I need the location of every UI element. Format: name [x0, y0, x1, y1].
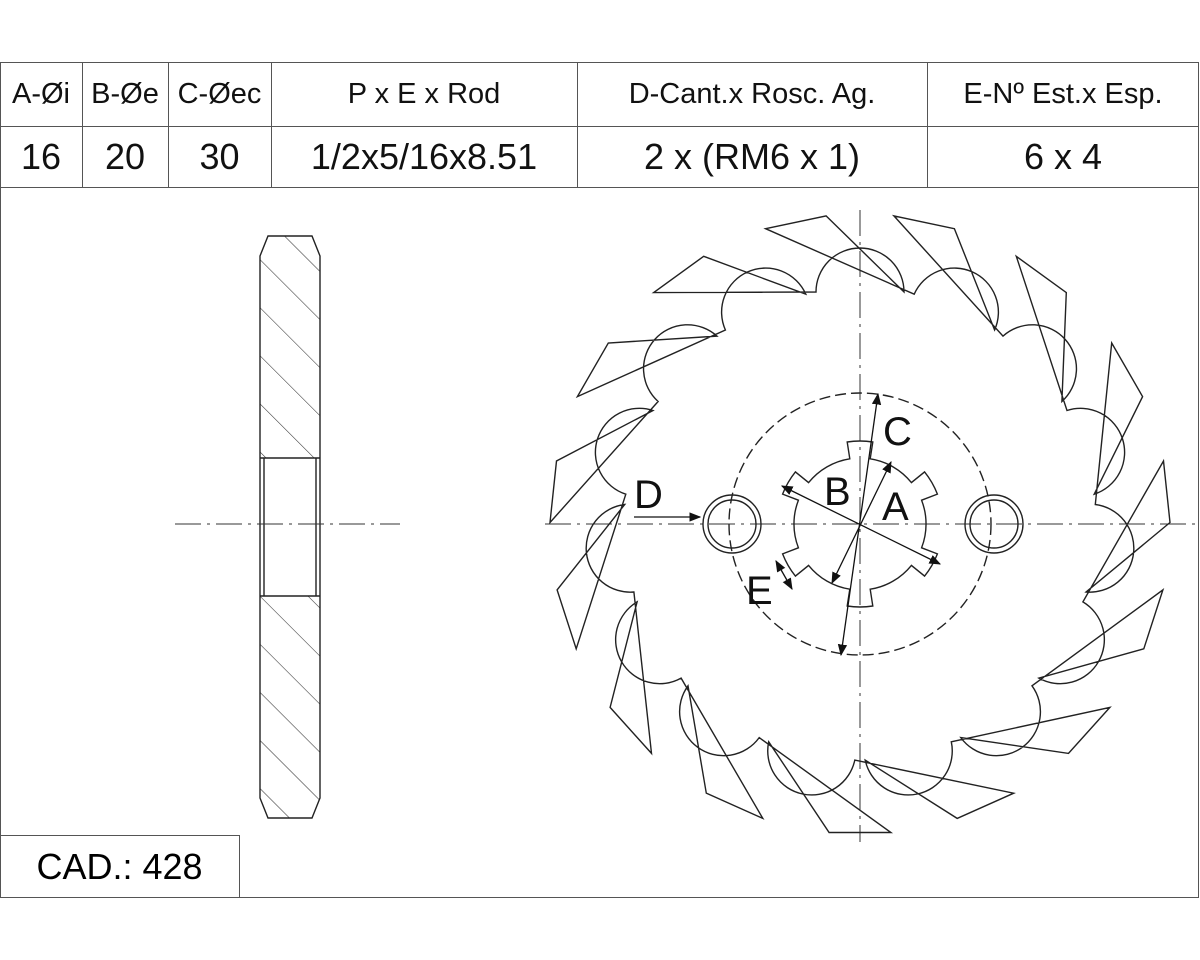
table-bottom-border — [0, 187, 1199, 188]
value-bolt-holes: 2 x (RM6 x 1) — [643, 136, 861, 177]
sprocket-teeth-outline — [549, 214, 1171, 834]
value-chain-pitch: 1/2x5/16x8.51 — [310, 136, 538, 177]
label-e: E — [746, 569, 773, 613]
chain-size-label: CAD.: 428 — [0, 835, 240, 898]
value-hole-circle-diameter: 30 — [199, 136, 240, 177]
header-hole-circle-diameter: C-Øec — [177, 77, 262, 110]
dimension-a-line — [831, 460, 892, 585]
label-c: C — [883, 410, 912, 454]
table-column-divider — [927, 62, 928, 188]
value-outer-diameter: 20 — [104, 136, 146, 177]
front-view: C B A D E — [545, 210, 1199, 842]
dimension-e-line — [775, 559, 793, 591]
value-splines: 6 x 4 — [1023, 136, 1103, 177]
section-hatch — [260, 236, 320, 818]
label-d: D — [634, 473, 663, 517]
side-section-view — [175, 235, 400, 819]
mounting-hole-right — [964, 494, 1024, 554]
header-bolt-holes: D-Cant.x Rosc. Ag. — [628, 77, 876, 110]
drawing-frame — [0, 62, 1199, 898]
header-splines: E-Nº Est.x Esp. — [963, 77, 1163, 110]
header-outer-diameter: B-Øe — [91, 77, 159, 110]
table-column-divider — [168, 62, 169, 188]
header-chain-pitch: P x E x Rod — [347, 77, 501, 110]
table-column-divider — [271, 62, 272, 188]
label-b: B — [824, 470, 851, 514]
label-a: A — [882, 485, 909, 529]
mounting-hole-left — [702, 494, 762, 554]
mounting-hole-right-inner — [969, 499, 1019, 549]
side-profile-outline — [259, 235, 321, 819]
value-inner-diameter: 16 — [20, 136, 62, 177]
header-inner-diameter: A-Øi — [12, 77, 70, 110]
table-row-divider — [0, 126, 1199, 127]
table-column-divider — [577, 62, 578, 188]
mounting-hole-left-inner — [707, 499, 757, 549]
table-column-divider — [82, 62, 83, 188]
